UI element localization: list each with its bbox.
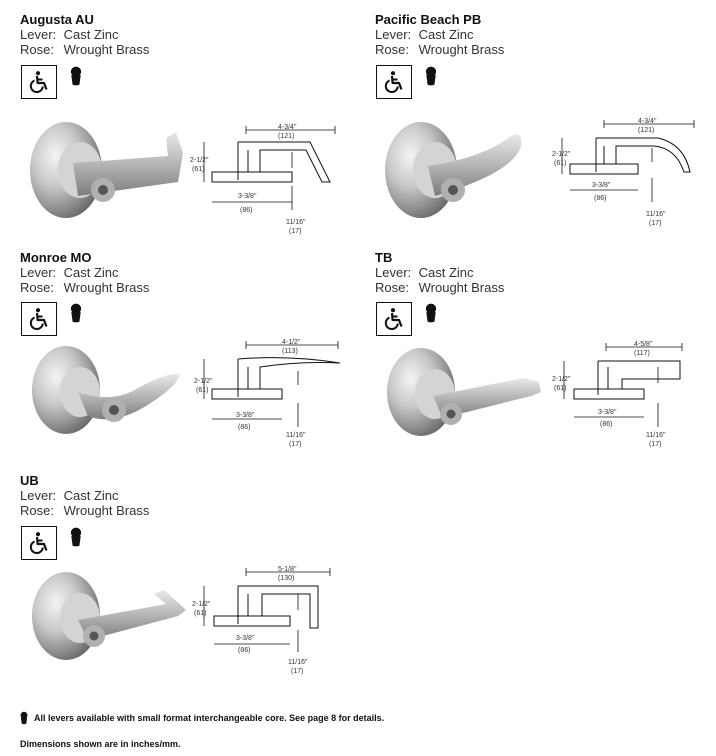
lever-spec: Lever: Cast Zinc — [20, 265, 119, 280]
lever-spec: Lever: Cast Zinc — [375, 265, 474, 280]
dim-length-mm: (117) — [634, 350, 650, 357]
dim-rose-width-mm: (86) — [238, 647, 250, 654]
lever-spec: Lever: Cast Zinc — [375, 27, 474, 42]
dim-rose-width: 3-3/8" — [236, 635, 255, 642]
lever-spec: Lever: Cast Zinc — [20, 488, 119, 503]
dimension-drawing-augusta: 4-3/4" (121) 2-1/2" (61) 3-3/8" (86) 11/… — [190, 124, 336, 235]
dim-projection-mm: (17) — [289, 441, 301, 448]
lever-photo-monroe — [32, 346, 180, 434]
dim-height-mm: (61) — [192, 166, 204, 173]
dim-rose-width: 3-3/8" — [236, 412, 255, 419]
dim-height-mm: (61) — [554, 160, 566, 167]
dim-length-mm: (121) — [278, 133, 294, 140]
dim-length: 5-1/8" — [278, 566, 297, 573]
dim-projection: 11/16" — [286, 432, 306, 439]
dim-projection-mm: (17) — [289, 228, 301, 235]
interchangeable-core-icon — [70, 65, 82, 87]
dim-projection: 11/16" — [288, 659, 308, 666]
product-name: UB — [20, 473, 39, 488]
dim-projection-mm: (17) — [291, 668, 303, 675]
rose-spec: Rose: Wrought Brass — [20, 503, 150, 518]
dim-length-mm: (130) — [278, 575, 294, 582]
product-ub: UB Lever: Cast Zinc Rose: Wrought Brass — [20, 473, 149, 518]
core-note-text: All levers available with small format i… — [34, 713, 385, 723]
dim-projection-mm: (17) — [649, 220, 661, 227]
interchangeable-core-icon — [20, 711, 28, 725]
dim-length: 4-3/4" — [278, 124, 297, 131]
product-monroe: Monroe MO Lever: Cast Zinc Rose: Wrought… — [20, 250, 149, 295]
rose-spec: Rose: Wrought Brass — [375, 280, 505, 295]
wheelchair-accessible-icon — [21, 302, 57, 336]
product-augusta: Augusta AU Lever: Cast Zinc Rose: Wrough… — [20, 12, 149, 57]
dimension-drawing-pacific-beach: 4-3/4" (121) 2-1/2" (61) 3-3/8" (86) 11/… — [552, 118, 695, 227]
dim-length: 4-3/4" — [638, 118, 657, 125]
dim-projection: 11/16" — [286, 219, 306, 226]
units-footnote: Dimensions shown are in inches/mm. — [20, 739, 181, 749]
dim-projection: 11/16" — [646, 211, 666, 218]
interchangeable-core-icon — [70, 302, 82, 324]
dim-length: 4-5/8" — [634, 341, 653, 348]
dim-height-mm: (61) — [194, 610, 206, 617]
product-pacific-beach: Pacific Beach PB Lever: Cast Zinc Rose: … — [375, 12, 504, 57]
lever-photo-pacific-beach — [385, 122, 522, 218]
dimension-drawing-monroe: 4-1/2" (113) 2-1/2" (61) 3-3/8" (86) 11/… — [194, 339, 341, 448]
dim-height: 2-1/2" — [190, 157, 209, 164]
wheelchair-accessible-icon — [21, 526, 57, 560]
product-name: Augusta AU — [20, 12, 94, 27]
dim-height: 2-1/2" — [552, 376, 571, 383]
dim-rose-width-mm: (86) — [240, 207, 252, 214]
dim-height: 2-1/2" — [194, 378, 213, 385]
product-name: TB — [375, 250, 393, 265]
wheelchair-accessible-icon — [376, 302, 412, 336]
dim-rose-width-mm: (86) — [600, 421, 612, 428]
wheelchair-accessible-icon — [21, 65, 57, 99]
dim-length: 4-1/2" — [282, 339, 301, 346]
dim-projection-mm: (17) — [649, 441, 661, 448]
lever-photo-augusta — [30, 122, 183, 218]
dim-length-mm: (113) — [282, 348, 298, 355]
lever-photo-tb — [387, 348, 541, 436]
dim-height-mm: (61) — [554, 385, 566, 392]
dim-length-mm: (121) — [638, 127, 654, 134]
lever-photo-ub — [32, 572, 186, 660]
lever-spec: Lever: Cast Zinc — [20, 27, 119, 42]
product-tb: TB Lever: Cast Zinc Rose: Wrought Brass — [375, 250, 504, 295]
dim-height: 2-1/2" — [192, 601, 211, 608]
product-name: Monroe MO — [20, 250, 92, 265]
dim-rose-width: 3-3/8" — [238, 193, 257, 200]
dim-rose-width-mm: (86) — [238, 424, 250, 431]
rose-spec: Rose: Wrought Brass — [20, 42, 150, 57]
dim-height: 2-1/2" — [552, 151, 571, 158]
dimension-drawing-ub: 5-1/8" (130) 2-1/2" (61) 3-3/8" (86) 11/… — [192, 566, 331, 675]
rose-spec: Rose: Wrought Brass — [375, 42, 505, 57]
dim-rose-width: 3-3/8" — [598, 409, 617, 416]
dim-projection: 11/16" — [646, 432, 666, 439]
product-name: Pacific Beach PB — [375, 12, 482, 27]
dimension-drawing-tb: 4-5/8" (117) 2-1/2" (61) 3-3/8" (86) 11/… — [552, 341, 683, 448]
dim-rose-width-mm: (86) — [594, 195, 606, 202]
dim-height-mm: (61) — [196, 387, 208, 394]
interchangeable-core-icon — [70, 526, 82, 548]
interchangeable-core-icon — [425, 302, 437, 324]
rose-spec: Rose: Wrought Brass — [20, 280, 150, 295]
dim-rose-width: 3-3/8" — [592, 182, 611, 189]
core-footnote: All levers available with small format i… — [20, 711, 384, 725]
wheelchair-accessible-icon — [376, 65, 412, 99]
interchangeable-core-icon — [425, 65, 437, 87]
